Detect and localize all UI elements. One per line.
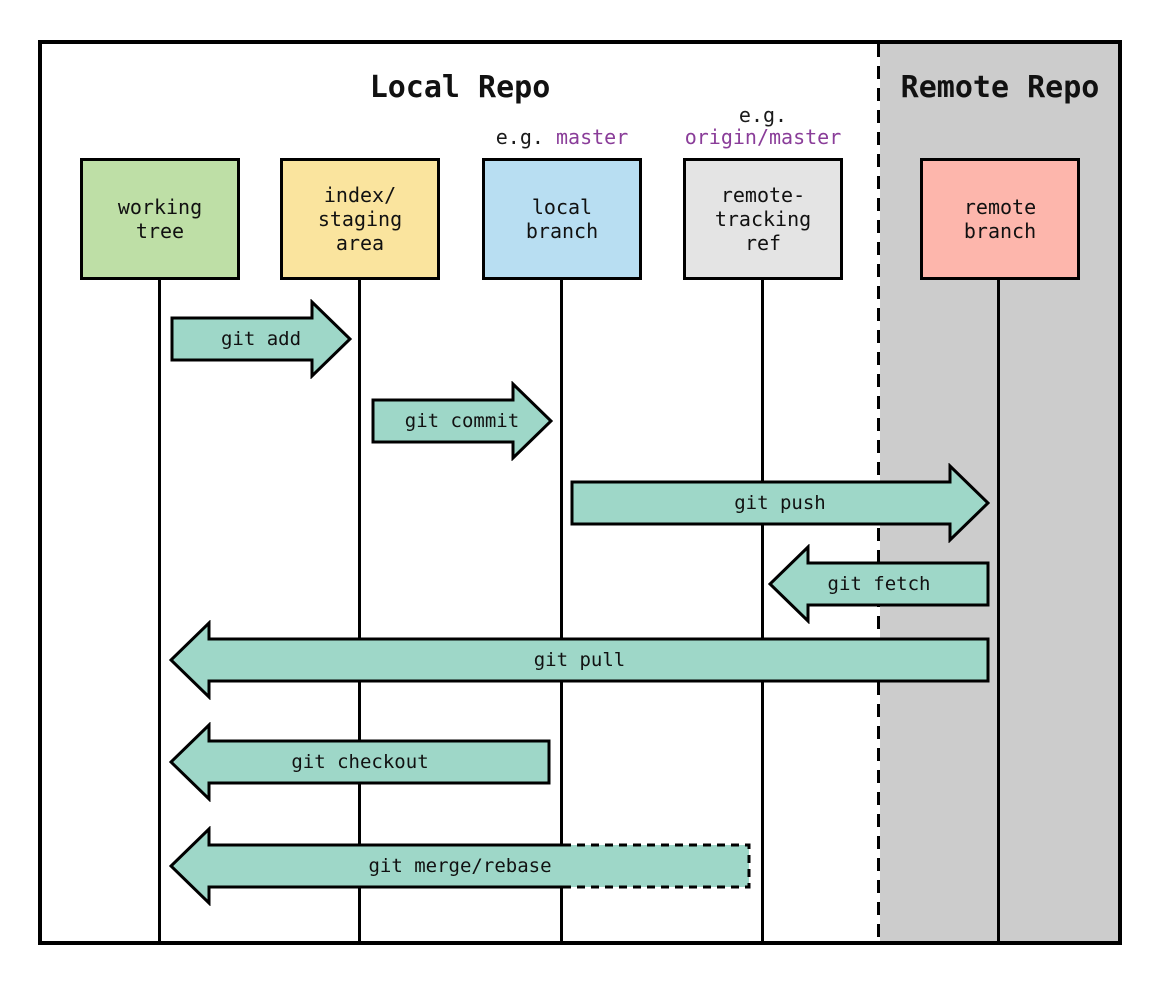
left-arrow-shape xyxy=(768,544,990,624)
node-label-line: tracking xyxy=(714,207,812,231)
arrow-git-checkout: git checkout xyxy=(169,722,551,802)
node-label-line: branch xyxy=(963,219,1037,243)
lifeline-working-tree xyxy=(158,278,161,941)
lifeline-remote-branch xyxy=(997,278,1000,941)
example-prefix: e.g. xyxy=(495,125,544,149)
arrow-git-fetch: git fetch xyxy=(768,544,990,624)
example-branch-name: origin/master xyxy=(684,125,842,149)
arrow-git-pull: git pull xyxy=(169,620,990,700)
arrow-label: git fetch xyxy=(827,573,931,595)
lifeline-index-staging xyxy=(358,278,361,941)
remote-repo-title: Remote Repo xyxy=(900,70,1100,105)
left-arrow-shape xyxy=(169,620,990,700)
right-arrow-shape xyxy=(570,463,990,543)
node-label-line: tree xyxy=(135,219,185,243)
arrow-label: git merge/rebase xyxy=(368,855,552,877)
node-working-tree: working tree xyxy=(80,158,240,280)
node-label-line: working xyxy=(117,195,203,219)
node-label-line: remote- xyxy=(720,183,806,207)
local-branch-example-annotation: e.g. master xyxy=(462,126,662,148)
node-index-staging-area: index/ staging area xyxy=(280,158,440,280)
example-branch-name: master xyxy=(555,125,629,149)
node-label-line: branch xyxy=(525,219,599,243)
arrow-git-commit: git commit xyxy=(371,381,553,461)
remote-tracking-example-annotation: e.g. origin/master xyxy=(663,104,863,148)
local-repo-title: Local Repo xyxy=(369,70,551,105)
node-label-line: staging xyxy=(317,207,403,231)
arrow-git-push: git push xyxy=(570,463,990,543)
node-remote-branch: remote branch xyxy=(920,158,1080,280)
node-label-line: area xyxy=(335,231,385,255)
node-remote-tracking-ref: remote- tracking ref xyxy=(683,158,843,280)
node-label-line: ref xyxy=(744,231,782,255)
arrow-label: git push xyxy=(734,492,826,514)
node-label-line: remote xyxy=(963,195,1037,219)
arrow-git-add: git add xyxy=(170,299,352,379)
node-label-line: local xyxy=(531,195,593,219)
right-arrow-shape xyxy=(371,381,553,461)
arrow-label: git commit xyxy=(404,410,520,432)
arrow-label: git checkout xyxy=(291,751,429,773)
right-arrow-shape xyxy=(170,299,352,379)
lifeline-remote-tracking-ref xyxy=(761,278,764,941)
arrow-label: git pull xyxy=(533,649,626,671)
lifeline-local-branch xyxy=(560,278,563,941)
node-local-branch: local branch xyxy=(482,158,642,280)
left-arrow-shape xyxy=(169,722,551,802)
arrow-label: git add xyxy=(220,328,302,350)
node-label-line: index/ xyxy=(323,183,397,207)
example-prefix: e.g. xyxy=(738,103,788,127)
arrow-git-merge-rebase: git merge/rebase xyxy=(169,826,751,906)
left-arrow-dashed-tail-shape xyxy=(169,826,751,906)
